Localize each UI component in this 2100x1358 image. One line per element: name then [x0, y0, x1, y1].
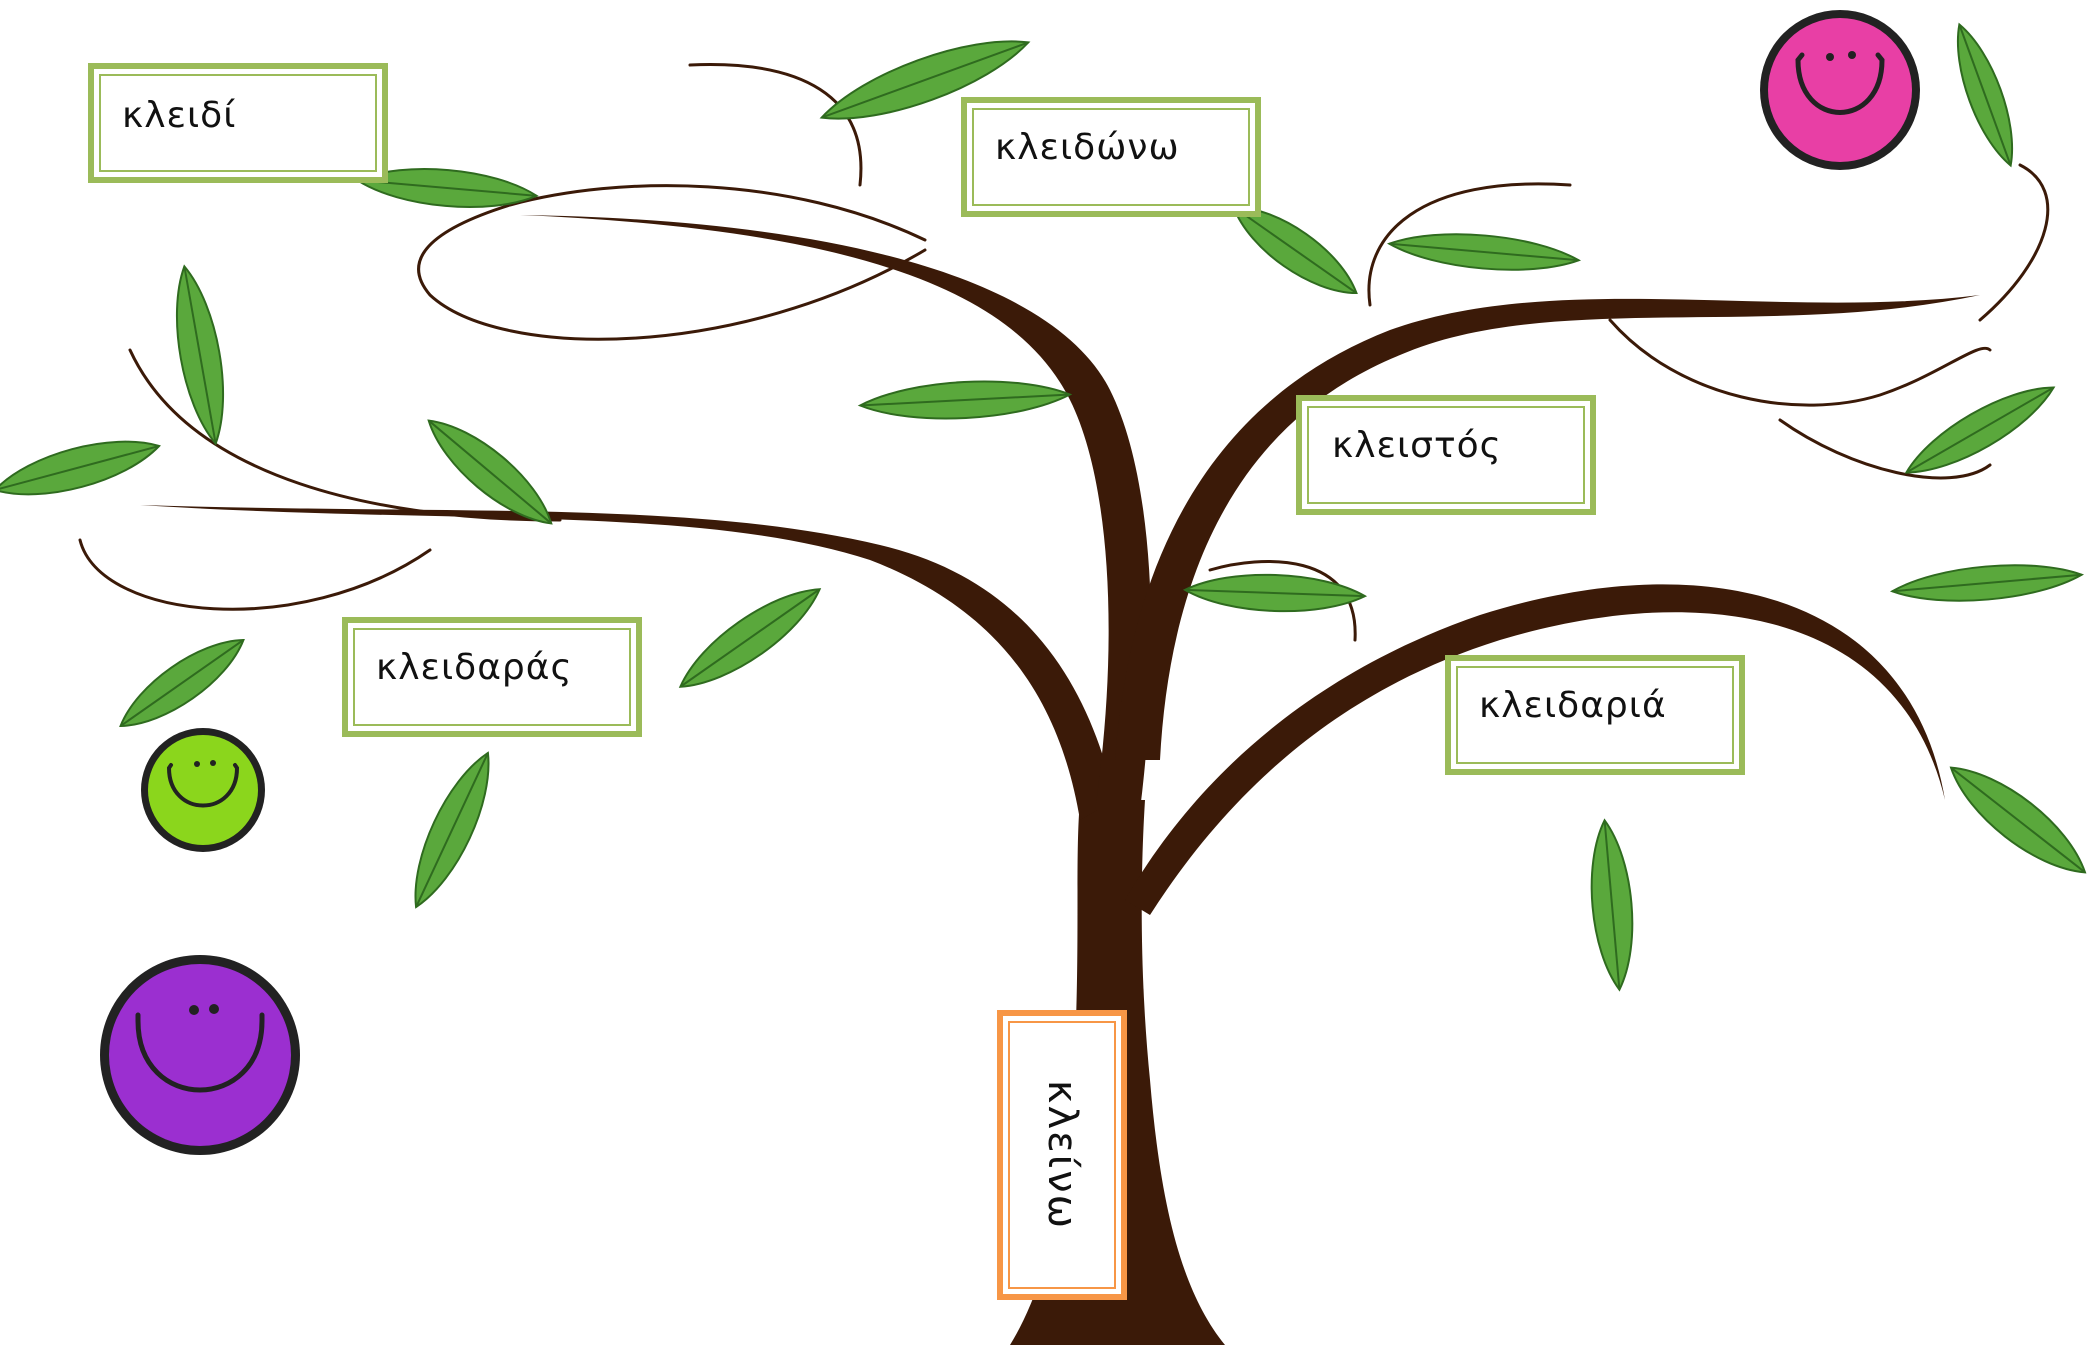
leaf-icon — [1949, 766, 2087, 874]
leaf-icon — [1386, 233, 1582, 271]
leaf-icon — [1232, 205, 1358, 295]
root-word: κλείνω — [1039, 1079, 1085, 1231]
word-box-kleistos: κλειστός — [1296, 395, 1596, 515]
leaf-icon — [1889, 564, 2085, 602]
smiley-face-icon — [141, 728, 265, 852]
leaves — [0, 22, 2087, 992]
leaf-icon — [1904, 386, 2056, 474]
word-kleidono: κλειδώνω — [995, 127, 1180, 168]
leaf-icon — [819, 40, 1031, 120]
word-kleidaria: κλειδαριά — [1479, 685, 1667, 726]
word-box-kleidaras: κλειδαράς — [342, 617, 642, 737]
leaf-icon — [1590, 818, 1634, 992]
word-box-kleidaria: κλειδαριά — [1445, 655, 1745, 775]
leaf-icon — [1957, 22, 2013, 168]
leaf-icon — [175, 264, 225, 446]
leaf-icon — [678, 588, 822, 688]
leaf-icon — [355, 168, 539, 208]
leaf-icon — [119, 638, 245, 728]
tree-curls — [78, 63, 2050, 642]
leaf-icon — [414, 751, 490, 909]
leaf-icon — [857, 380, 1073, 420]
smiley-face-icon — [100, 955, 300, 1155]
word-kleidi: κλειδί — [122, 95, 237, 136]
leaf-icon — [427, 419, 553, 525]
word-box-kleidi: κλειδί — [88, 63, 388, 183]
leaf-icon — [0, 440, 161, 496]
leaf-icon — [1182, 573, 1368, 613]
root-word-box: κλείνω — [997, 1010, 1127, 1300]
word-kleidaras: κλειδαράς — [376, 647, 573, 688]
smiley-face-icon — [1760, 10, 1920, 170]
smiley-faces — [100, 10, 1920, 1155]
word-kleistos: κλειστός — [1332, 425, 1502, 466]
word-box-kleidono: κλειδώνω — [961, 97, 1261, 217]
